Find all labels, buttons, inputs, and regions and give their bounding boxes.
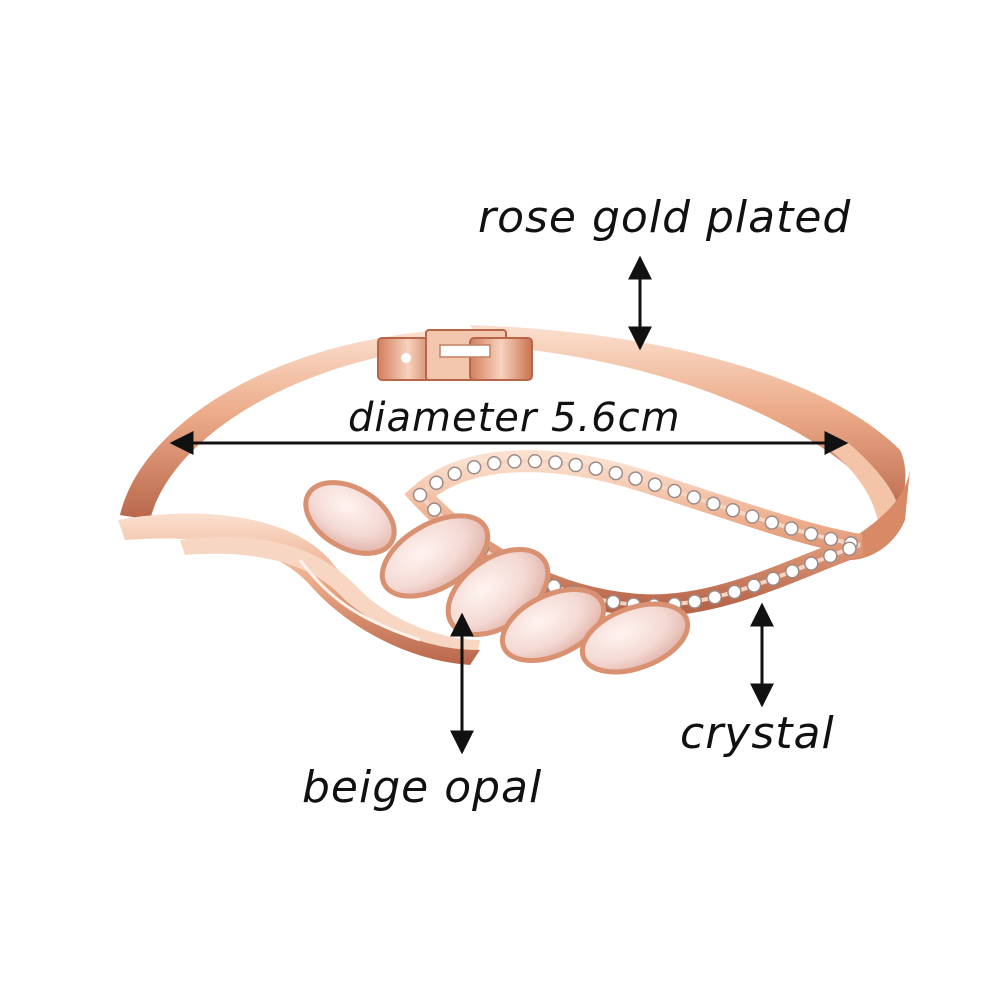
crystal-stone <box>823 531 839 547</box>
crystal-stone <box>823 548 838 564</box>
crystal-stone <box>765 571 781 586</box>
crystal-label: crystal <box>680 708 835 759</box>
crystal-stone <box>412 487 428 503</box>
crystal-stone <box>725 502 741 518</box>
crystal-stone <box>746 578 762 593</box>
crystal-stone <box>429 475 444 491</box>
crystal-stone <box>803 526 819 542</box>
crystal-stone <box>568 457 583 473</box>
crystal-stone <box>842 541 857 556</box>
crystal-stone <box>527 453 543 469</box>
crystal-stone <box>588 461 604 476</box>
bangle-front-band <box>118 470 910 665</box>
diameter-label: diameter 5.6cm <box>348 395 681 441</box>
crystal-stone <box>727 584 742 600</box>
crystal-stone <box>667 483 682 499</box>
crystal-stone <box>486 456 502 471</box>
rose-gold-label: rose gold plated <box>478 192 852 243</box>
crystal-stone <box>628 471 643 486</box>
crystal-stone <box>606 594 621 610</box>
opal-label: beige opal <box>302 762 543 813</box>
crystal-stone <box>427 502 442 517</box>
crystal-stone <box>647 477 663 492</box>
crystal-stone <box>707 589 723 605</box>
crystal-stone <box>804 556 819 571</box>
crystal-stone <box>507 454 522 469</box>
annotation-arrows <box>169 255 849 755</box>
opal-stones <box>303 480 691 675</box>
crystal-stone <box>785 564 800 579</box>
crystal-stone <box>745 509 760 524</box>
crystal-stone <box>608 465 624 481</box>
crystal-stone <box>784 521 799 536</box>
crystal-stone <box>764 515 780 530</box>
crystal-stone <box>686 490 702 505</box>
crystal-stone <box>466 460 482 475</box>
crystal-stone <box>687 594 702 609</box>
crystal-stone <box>447 466 462 481</box>
crystal-stone <box>706 496 721 512</box>
crystal-stone <box>548 455 563 470</box>
clasp <box>377 329 533 381</box>
